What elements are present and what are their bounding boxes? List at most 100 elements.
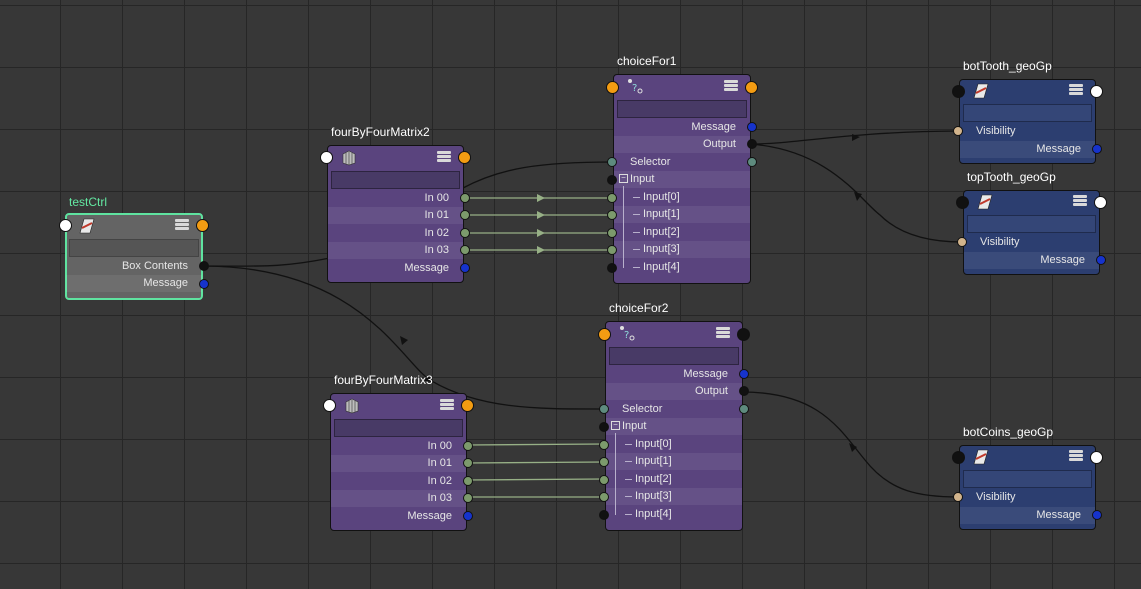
in02-port[interactable] <box>463 476 473 486</box>
port-row-selector[interactable]: Selector <box>630 156 671 168</box>
message-out-port[interactable] <box>1092 510 1102 520</box>
in01-port[interactable] <box>460 210 470 220</box>
node-fourbyfourmatrix3[interactable]: fourByFourMatrix3 In 00 In 01 In 02 In 0… <box>323 373 474 531</box>
output-port[interactable] <box>737 328 750 341</box>
port-row-message[interactable]: Message <box>66 275 202 292</box>
port-row-input1[interactable]: Input[1] <box>606 453 742 470</box>
port-row-input1[interactable]: Input[1] <box>614 206 750 223</box>
port-row-input4[interactable]: Input[4] <box>614 259 750 276</box>
port-row-in00[interactable]: In 00 <box>427 440 452 452</box>
input4-port[interactable] <box>607 263 617 273</box>
port-row-in03[interactable]: In 03 <box>328 242 463 259</box>
attribute-list-icon[interactable] <box>440 399 454 411</box>
message-out-port[interactable] <box>1096 255 1106 265</box>
box-contents-out-port[interactable] <box>199 261 209 271</box>
attribute-list-icon[interactable] <box>1069 84 1083 96</box>
name-field[interactable] <box>334 419 463 437</box>
port-row-input2[interactable]: Input[2] <box>606 471 742 488</box>
name-field[interactable] <box>331 171 460 189</box>
visibility-in-port[interactable] <box>957 237 967 247</box>
message-out-port[interactable] <box>199 279 209 289</box>
output-port[interactable] <box>196 219 209 232</box>
port-row-input2[interactable]: Input[2] <box>614 224 750 241</box>
port-row-input3[interactable]: Input[3] <box>614 241 750 258</box>
input-port[interactable] <box>952 85 965 98</box>
input1-port[interactable] <box>599 457 609 467</box>
attribute-list-icon[interactable] <box>724 80 738 92</box>
port-row-in02[interactable]: In 02 <box>424 227 449 239</box>
in01-port[interactable] <box>463 458 473 468</box>
name-field[interactable] <box>617 100 747 118</box>
input3-port[interactable] <box>607 245 617 255</box>
input-in-port[interactable] <box>599 422 609 432</box>
selector-out-port[interactable] <box>739 404 749 414</box>
message-port[interactable] <box>463 511 473 521</box>
port-row-output[interactable]: Output <box>614 136 750 153</box>
port-row-message[interactable]: Message <box>964 252 1099 269</box>
visibility-in-port[interactable] <box>953 126 963 136</box>
attribute-list-icon[interactable] <box>1073 195 1087 207</box>
attribute-list-icon[interactable] <box>175 219 189 231</box>
port-row-input3[interactable]: Input[3] <box>606 488 742 505</box>
input4-port[interactable] <box>599 510 609 520</box>
name-field[interactable] <box>963 470 1092 488</box>
selector-in-port[interactable] <box>599 404 609 414</box>
name-field[interactable] <box>609 347 739 365</box>
name-field[interactable] <box>69 239 199 257</box>
input0-port[interactable] <box>599 440 609 450</box>
node-botcoins-geogp[interactable]: botCoins_geoGp Visibility Message <box>952 425 1103 530</box>
port-row-input[interactable]: −Input <box>614 171 750 188</box>
name-field[interactable] <box>963 104 1092 122</box>
output-out-port[interactable] <box>739 386 749 396</box>
node-fourbyfourmatrix2[interactable]: fourByFourMatrix2 In 00 In 01 In 02 In 0… <box>320 125 471 283</box>
input-port[interactable] <box>606 81 619 94</box>
output-port[interactable] <box>1094 196 1107 209</box>
input-port[interactable] <box>952 451 965 464</box>
input1-port[interactable] <box>607 210 617 220</box>
input2-port[interactable] <box>607 228 617 238</box>
output-port[interactable] <box>1090 85 1103 98</box>
port-row-in03[interactable]: In 03 <box>331 490 466 507</box>
port-row-message[interactable]: Message <box>407 510 452 522</box>
output-port[interactable] <box>458 151 471 164</box>
port-row-visibility[interactable]: Visibility <box>976 491 1016 503</box>
in03-port[interactable] <box>463 493 473 503</box>
node-bottooth-geogp[interactable]: botTooth_geoGp Visibility Message <box>952 59 1103 164</box>
input2-port[interactable] <box>599 475 609 485</box>
node-testctrl[interactable]: testCtrl Box Contents Message <box>59 195 209 300</box>
input-port[interactable] <box>59 219 72 232</box>
attribute-list-icon[interactable] <box>716 327 730 339</box>
message-out-port[interactable] <box>1092 144 1102 154</box>
port-row-input[interactable]: −Input <box>606 418 742 435</box>
port-row-message[interactable]: Message <box>960 141 1095 158</box>
port-row-message[interactable]: Message <box>691 121 736 133</box>
input0-port[interactable] <box>607 193 617 203</box>
port-row-in01[interactable]: In 01 <box>328 207 463 224</box>
in02-port[interactable] <box>460 228 470 238</box>
selector-out-port[interactable] <box>747 157 757 167</box>
collapse-icon[interactable]: − <box>619 174 628 183</box>
message-out-port[interactable] <box>739 369 749 379</box>
output-out-port[interactable] <box>747 139 757 149</box>
in00-port[interactable] <box>463 441 473 451</box>
output-port[interactable] <box>1090 451 1103 464</box>
name-field[interactable] <box>967 215 1096 233</box>
port-row-input0[interactable]: Input[0] <box>606 436 742 453</box>
port-row-selector[interactable]: Selector <box>622 403 663 415</box>
port-row-input0[interactable]: Input[0] <box>614 189 750 206</box>
port-row-in00[interactable]: In 00 <box>424 192 449 204</box>
visibility-in-port[interactable] <box>953 492 963 502</box>
port-row-message[interactable]: Message <box>960 507 1095 524</box>
port-row-input4[interactable]: Input[4] <box>606 506 742 523</box>
node-toptooth-geogp[interactable]: topTooth_geoGp Visibility Message <box>956 170 1107 275</box>
port-row-message[interactable]: Message <box>404 262 449 274</box>
port-row-message[interactable]: Message <box>683 368 728 380</box>
selector-in-port[interactable] <box>607 157 617 167</box>
message-port[interactable] <box>460 263 470 273</box>
output-port[interactable] <box>745 81 758 94</box>
input-port[interactable] <box>956 196 969 209</box>
port-row-visibility[interactable]: Visibility <box>976 125 1016 137</box>
input-port[interactable] <box>598 328 611 341</box>
node-choicefor2[interactable]: choiceFor2 ? Message Output Selector −In… <box>598 301 750 531</box>
in00-port[interactable] <box>460 193 470 203</box>
